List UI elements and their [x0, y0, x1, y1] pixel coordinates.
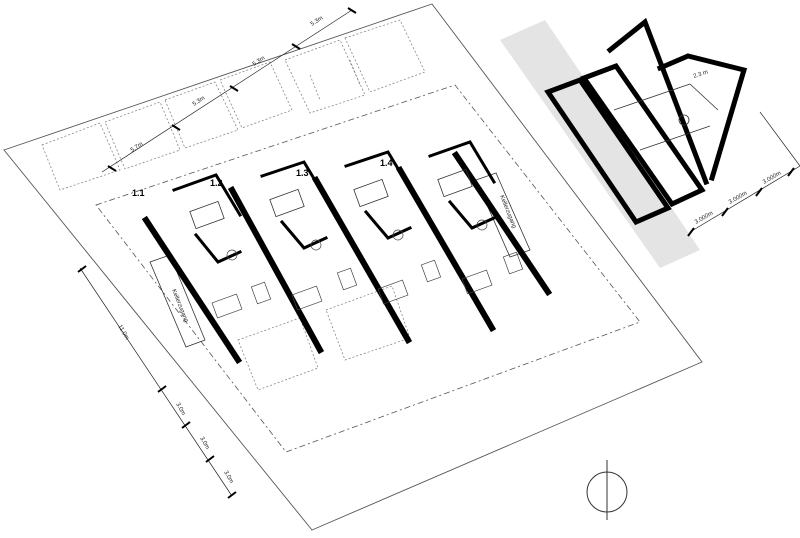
parking-bays — [41, 19, 426, 191]
dim-left-4: 3.0m — [222, 470, 234, 485]
cellar-access-right: Kellerzugang — [475, 172, 531, 258]
section-ground-band — [500, 20, 700, 268]
section-dim-label: 2.3 m — [693, 70, 709, 80]
dim-left-2: 3.0m — [174, 402, 186, 417]
site-boundary — [3, 3, 703, 531]
unit-label-1-1: 1.1 — [132, 188, 145, 198]
furniture — [211, 219, 524, 319]
unit-label-1-4: 1.4 — [380, 158, 393, 168]
building-zone-outline — [95, 84, 641, 453]
left-dimension-chain: 11.0m 3.0m 3.0m 3.0m — [77, 265, 237, 499]
unit-cores — [172, 140, 497, 264]
party-walls — [141, 150, 553, 365]
top-dimension-chain: 5.3m 5.3m 5.3m 5.7m — [101, 7, 357, 173]
north-arrow-icon — [586, 460, 628, 520]
dim-left-3: 3.0m — [198, 436, 210, 451]
dim-left-1: 11.0m — [116, 324, 129, 341]
dim-top-1: 5.3m — [310, 15, 324, 27]
section-drawing: 2.3 m — [544, 17, 748, 226]
dim-top-4: 5.7m — [130, 141, 144, 153]
unit-label-1-3: 1.3 — [296, 168, 309, 178]
unit-label-1-2: 1.2 — [210, 178, 223, 188]
